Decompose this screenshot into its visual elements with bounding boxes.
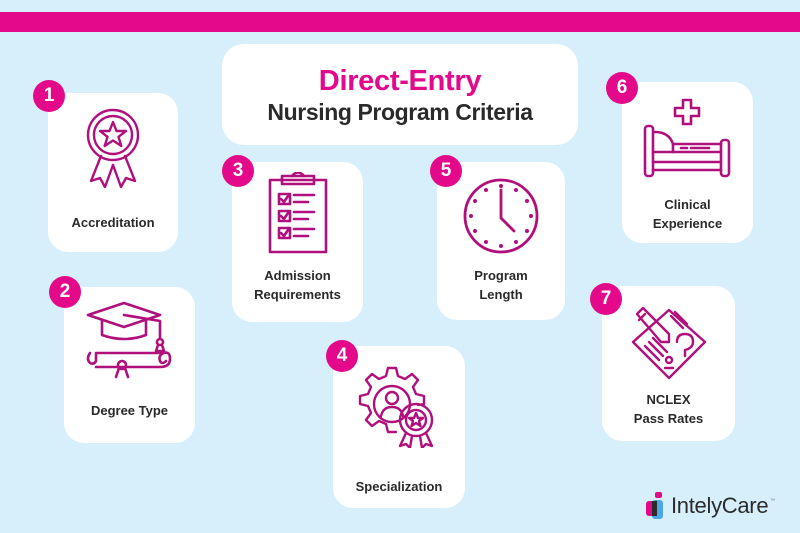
number-badge-7: 7 — [590, 283, 622, 315]
number-badge-1: 1 — [33, 80, 65, 112]
number-badge-6: 6 — [606, 72, 638, 104]
title-card: Direct-Entry Nursing Program Criteria — [222, 44, 578, 145]
criteria-card-program-length: Program Length — [437, 162, 565, 320]
brand-logo: IntelyCare ™ — [645, 492, 775, 520]
top-accent-band — [0, 12, 800, 32]
exam-paper-question-icon — [629, 302, 709, 382]
criteria-card-nclex-pass-rates: NCLEX Pass Rates — [602, 286, 735, 441]
brand-name: IntelyCare — [671, 493, 769, 518]
clock-icon — [461, 176, 541, 256]
number-badge-2: 2 — [49, 276, 81, 308]
hospital-bed-icon — [639, 96, 737, 178]
page-title: Nursing Program Criteria — [267, 98, 533, 125]
criteria-card-clinical-experience: Clinical Experience — [622, 82, 753, 243]
intelycare-logo-icon — [646, 492, 663, 519]
clipboard-checklist-icon — [266, 172, 330, 254]
criteria-label: Program Length — [474, 268, 528, 302]
criteria-label: Degree Type — [90, 403, 169, 418]
graduation-cap-diploma-icon — [82, 301, 178, 379]
criteria-card-accreditation: Accreditation — [48, 93, 178, 252]
criteria-label: NCLEX Pass Rates — [633, 392, 704, 426]
criteria-label: Admission Requirements — [254, 268, 341, 302]
page-title-accent: Direct-Entry — [318, 64, 482, 97]
gear-person-badge-icon — [354, 364, 444, 448]
criteria-card-admission-requirements: Admission Requirements — [232, 162, 363, 322]
number-badge-3: 3 — [222, 155, 254, 187]
criteria-card-degree-type: Degree Type — [64, 287, 195, 443]
criteria-label: Accreditation — [71, 215, 155, 230]
trademark: ™ — [770, 498, 776, 504]
criteria-label: Specialization — [355, 479, 443, 494]
criteria-card-specialization: Specialization — [333, 346, 465, 508]
number-badge-4: 4 — [326, 340, 358, 372]
criteria-label: Clinical Experience — [652, 197, 723, 231]
award-ribbon-icon — [83, 103, 143, 193]
number-badge-5: 5 — [430, 155, 462, 187]
